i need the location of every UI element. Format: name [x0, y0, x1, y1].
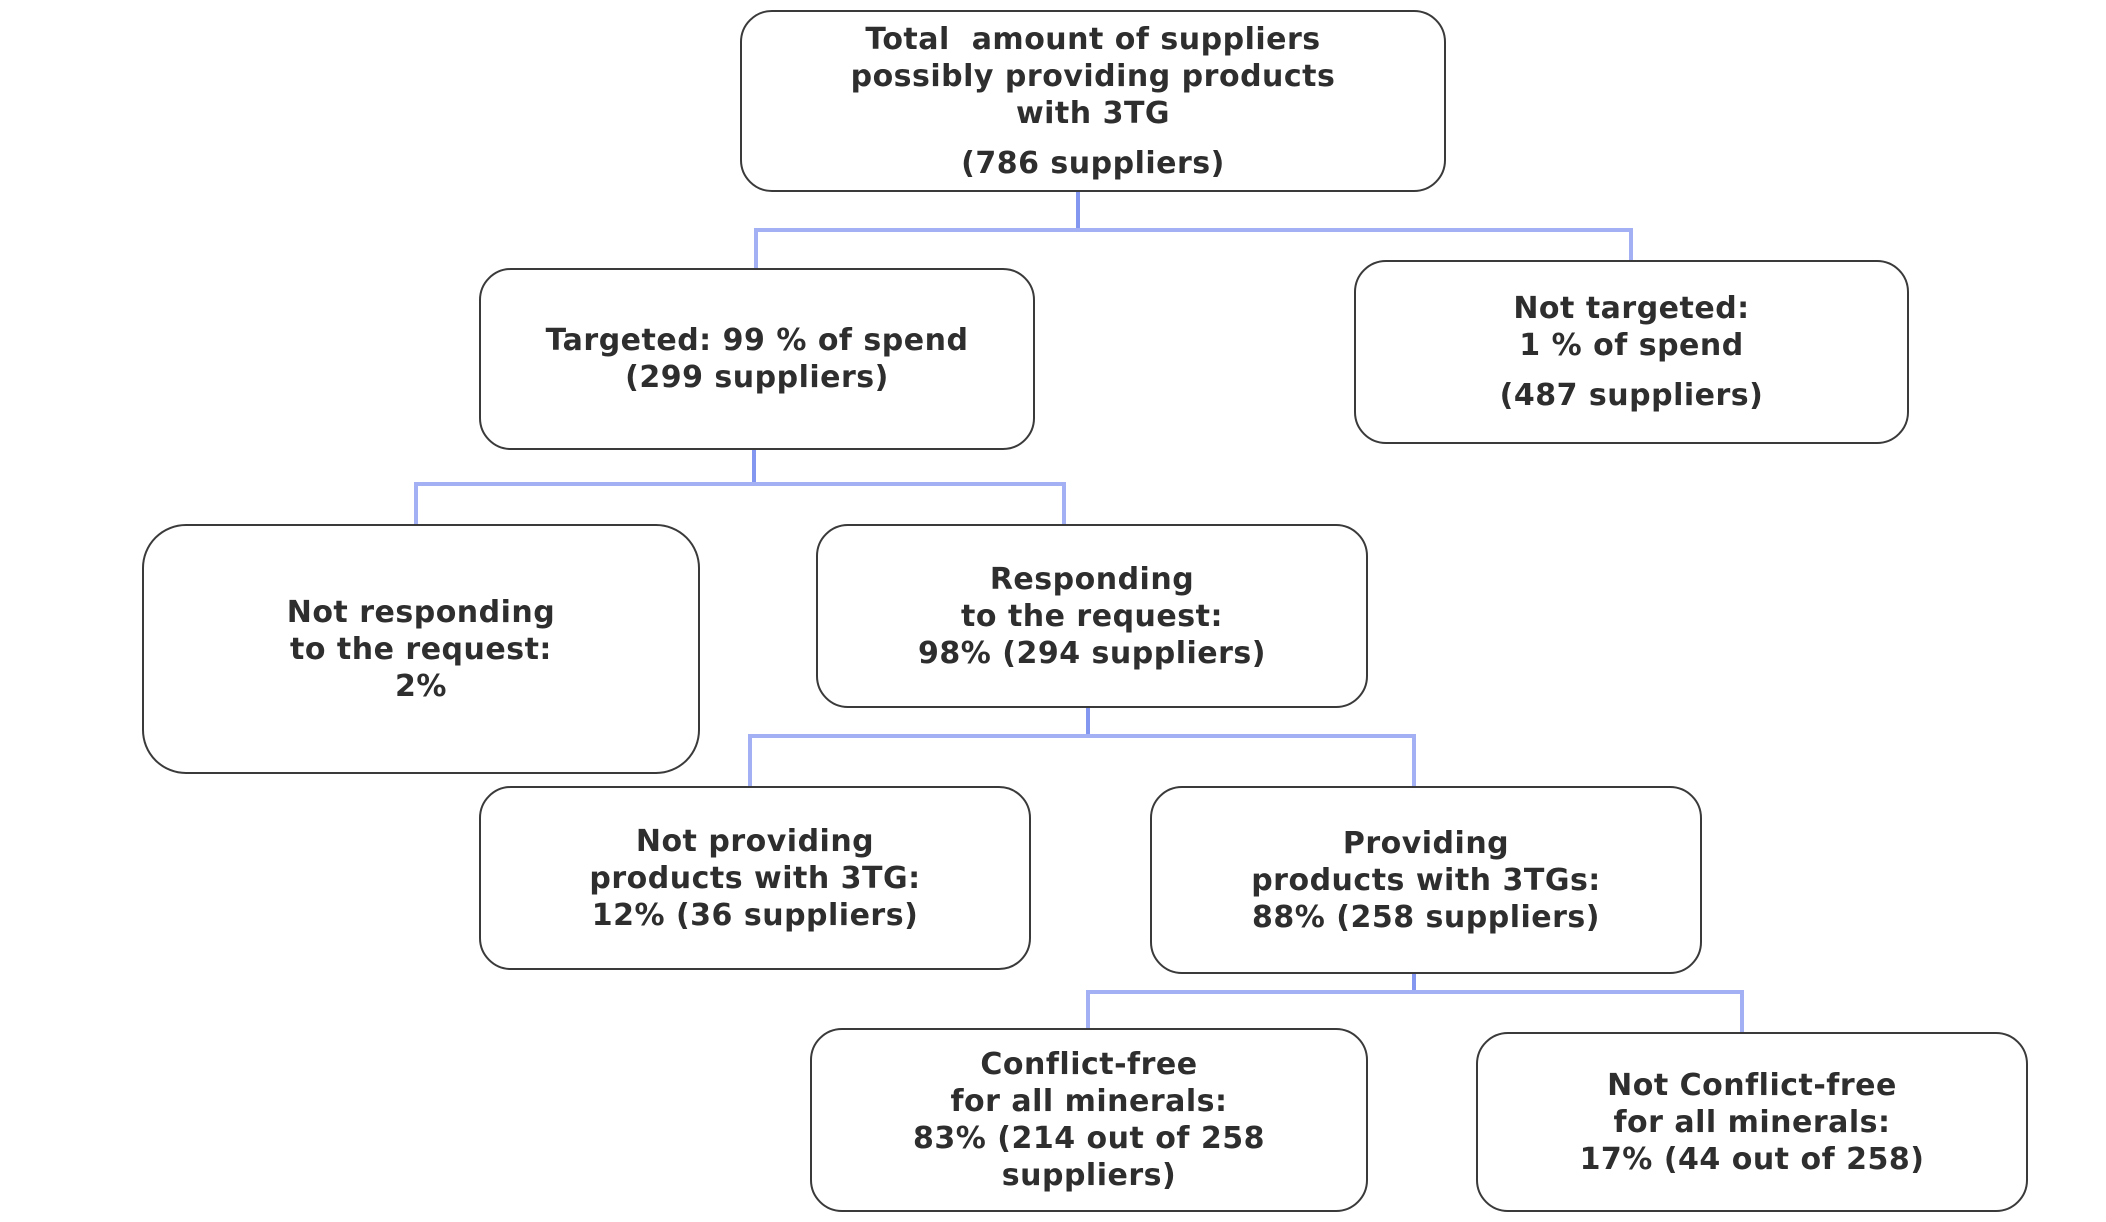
node-providing-3tg: Providing products with 3TGs: 88% (258 s…: [1150, 786, 1702, 974]
connector-providing-bar: [1086, 990, 1744, 994]
node-total-suppliers-count: (786 suppliers): [961, 145, 1225, 181]
node-conflict-free: Conflict-free for all minerals: 83% (214…: [810, 1028, 1368, 1212]
node-not-conflict-free: Not Conflict-free for all minerals: 17% …: [1476, 1032, 2028, 1212]
node-total-suppliers: Total amount of suppliers possibly provi…: [740, 10, 1446, 192]
connector-targeted-bar: [414, 482, 1066, 486]
node-not-targeted-count: (487 suppliers): [1499, 378, 1764, 413]
connector-root-bar: [754, 228, 1633, 232]
connector-providing-stem: [1412, 974, 1416, 994]
node-responding-label: Responding to the request: 98% (294 supp…: [918, 561, 1266, 671]
node-not-conflict-free-label: Not Conflict-free for all minerals: 17% …: [1579, 1067, 1925, 1177]
connector-root-stem: [1076, 192, 1080, 230]
node-targeted-label: Targeted: 99 % of spend (299 suppliers): [545, 323, 969, 395]
node-not-providing-3tg: Not providing products with 3TG: 12% (36…: [479, 786, 1031, 970]
connector-not-providing-drop: [748, 734, 752, 786]
connector-not-conflict-free-drop: [1740, 990, 1744, 1032]
connector-conflict-free-drop: [1086, 990, 1090, 1028]
connector-targeted-stem: [752, 450, 756, 486]
connector-responding-stem: [1086, 708, 1090, 738]
node-total-suppliers-label: Total amount of suppliers possibly provi…: [850, 21, 1336, 131]
connector-not-responding-drop: [414, 482, 418, 524]
connector-targeted-drop: [754, 228, 758, 268]
node-not-responding: Not responding to the request: 2%: [142, 524, 700, 774]
node-targeted: Targeted: 99 % of spend (299 suppliers): [479, 268, 1035, 450]
node-not-targeted-label: Not targeted: 1 % of spend: [1513, 291, 1750, 363]
node-responding: Responding to the request: 98% (294 supp…: [816, 524, 1368, 708]
connector-responding-bar: [748, 734, 1416, 738]
node-conflict-free-label: Conflict-free for all minerals: 83% (214…: [912, 1047, 1265, 1193]
node-not-responding-label: Not responding to the request: 2%: [286, 594, 556, 704]
connector-responding-drop: [1062, 482, 1066, 524]
node-not-providing-3tg-label: Not providing products with 3TG: 12% (36…: [589, 823, 921, 933]
node-not-targeted: Not targeted: 1 % of spend (487 supplier…: [1354, 260, 1909, 444]
connector-not-targeted-drop: [1629, 228, 1633, 260]
node-providing-3tg-label: Providing products with 3TGs: 88% (258 s…: [1251, 825, 1601, 935]
connector-providing-drop: [1412, 734, 1416, 786]
